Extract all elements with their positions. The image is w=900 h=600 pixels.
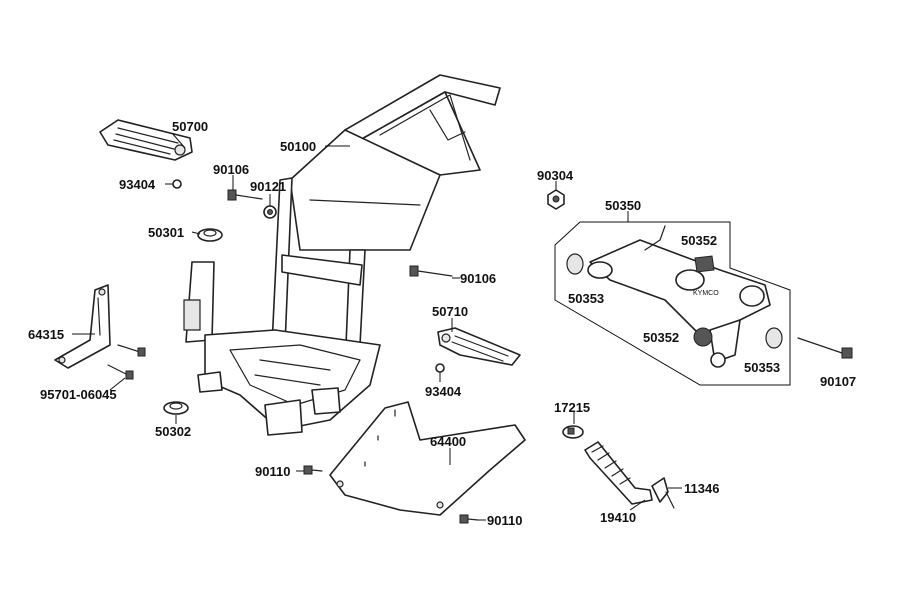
label-11346: 11346: [684, 481, 719, 496]
label-50301: 50301: [148, 225, 184, 240]
label-64315: 64315: [28, 327, 64, 342]
screw-90110-left[interactable]: [303, 465, 323, 475]
main-frame-part[interactable]: [183, 74, 501, 436]
hose-19410-part[interactable]: [584, 441, 653, 505]
under-cover-64400-part[interactable]: [329, 401, 526, 516]
bolts-95701-06045[interactable]: [107, 344, 146, 380]
bolt-90107[interactable]: [797, 337, 853, 359]
brand-mark: KYMCO: [693, 290, 719, 297]
label-19410: 19410: [600, 510, 636, 525]
label-90110-left: 90110: [255, 464, 290, 479]
label-50352-lower: 50352: [643, 330, 679, 345]
screw-93404-upper[interactable]: [172, 179, 182, 189]
rubber-50352-upper[interactable]: [694, 255, 715, 273]
grommet-50302[interactable]: [163, 401, 189, 415]
engine-hanger-assembly[interactable]: KYMCO: [554, 221, 791, 386]
label-50352-upper: 50352: [681, 233, 717, 248]
label-90107: 90107: [820, 374, 856, 389]
label-93404-upper: 93404: [119, 177, 156, 192]
nut-90304[interactable]: [547, 189, 565, 210]
label-50700: 50700: [172, 119, 208, 134]
label-64400: 64400: [430, 434, 466, 449]
bushing-50353-right[interactable]: [765, 327, 783, 349]
nut-90121[interactable]: [263, 205, 277, 219]
label-90121: 90121: [250, 179, 286, 194]
label-95701-06045: 95701-06045: [40, 387, 117, 402]
label-90106-lower: 90106: [460, 271, 496, 286]
clip-11346[interactable]: [651, 477, 675, 509]
label-50100: 50100: [280, 139, 316, 154]
screw-93404-lower[interactable]: [435, 363, 445, 373]
label-90110-right: 90110: [487, 513, 522, 528]
label-50710: 50710: [432, 304, 468, 319]
bolt-90106-upper[interactable]: [227, 189, 263, 201]
label-50302: 50302: [155, 424, 191, 439]
footrest-right-part[interactable]: [437, 327, 521, 366]
label-50353-left: 50353: [568, 291, 604, 306]
leader-lines: [72, 132, 682, 521]
bolt-90106-lower[interactable]: [409, 265, 453, 277]
screw-90110-right[interactable]: [459, 514, 479, 524]
grommet-50301[interactable]: [197, 228, 223, 242]
label-90106-upper: 90106: [213, 162, 249, 177]
label-50350: 50350: [605, 198, 641, 213]
label-17215: 17215: [554, 400, 590, 415]
rubber-50352-lower[interactable]: [693, 327, 713, 347]
part-labels: 50700 50100 90106 90121 93404 50301 6431…: [28, 119, 856, 528]
clamp-17215[interactable]: [562, 425, 584, 439]
footrest-left-part[interactable]: [99, 119, 193, 161]
label-50353-right: 50353: [744, 360, 780, 375]
label-90304: 90304: [537, 168, 574, 183]
bracket-64315-part[interactable]: [54, 284, 111, 369]
label-93404-lower: 93404: [425, 384, 462, 399]
bushing-50353-left[interactable]: [566, 253, 584, 275]
